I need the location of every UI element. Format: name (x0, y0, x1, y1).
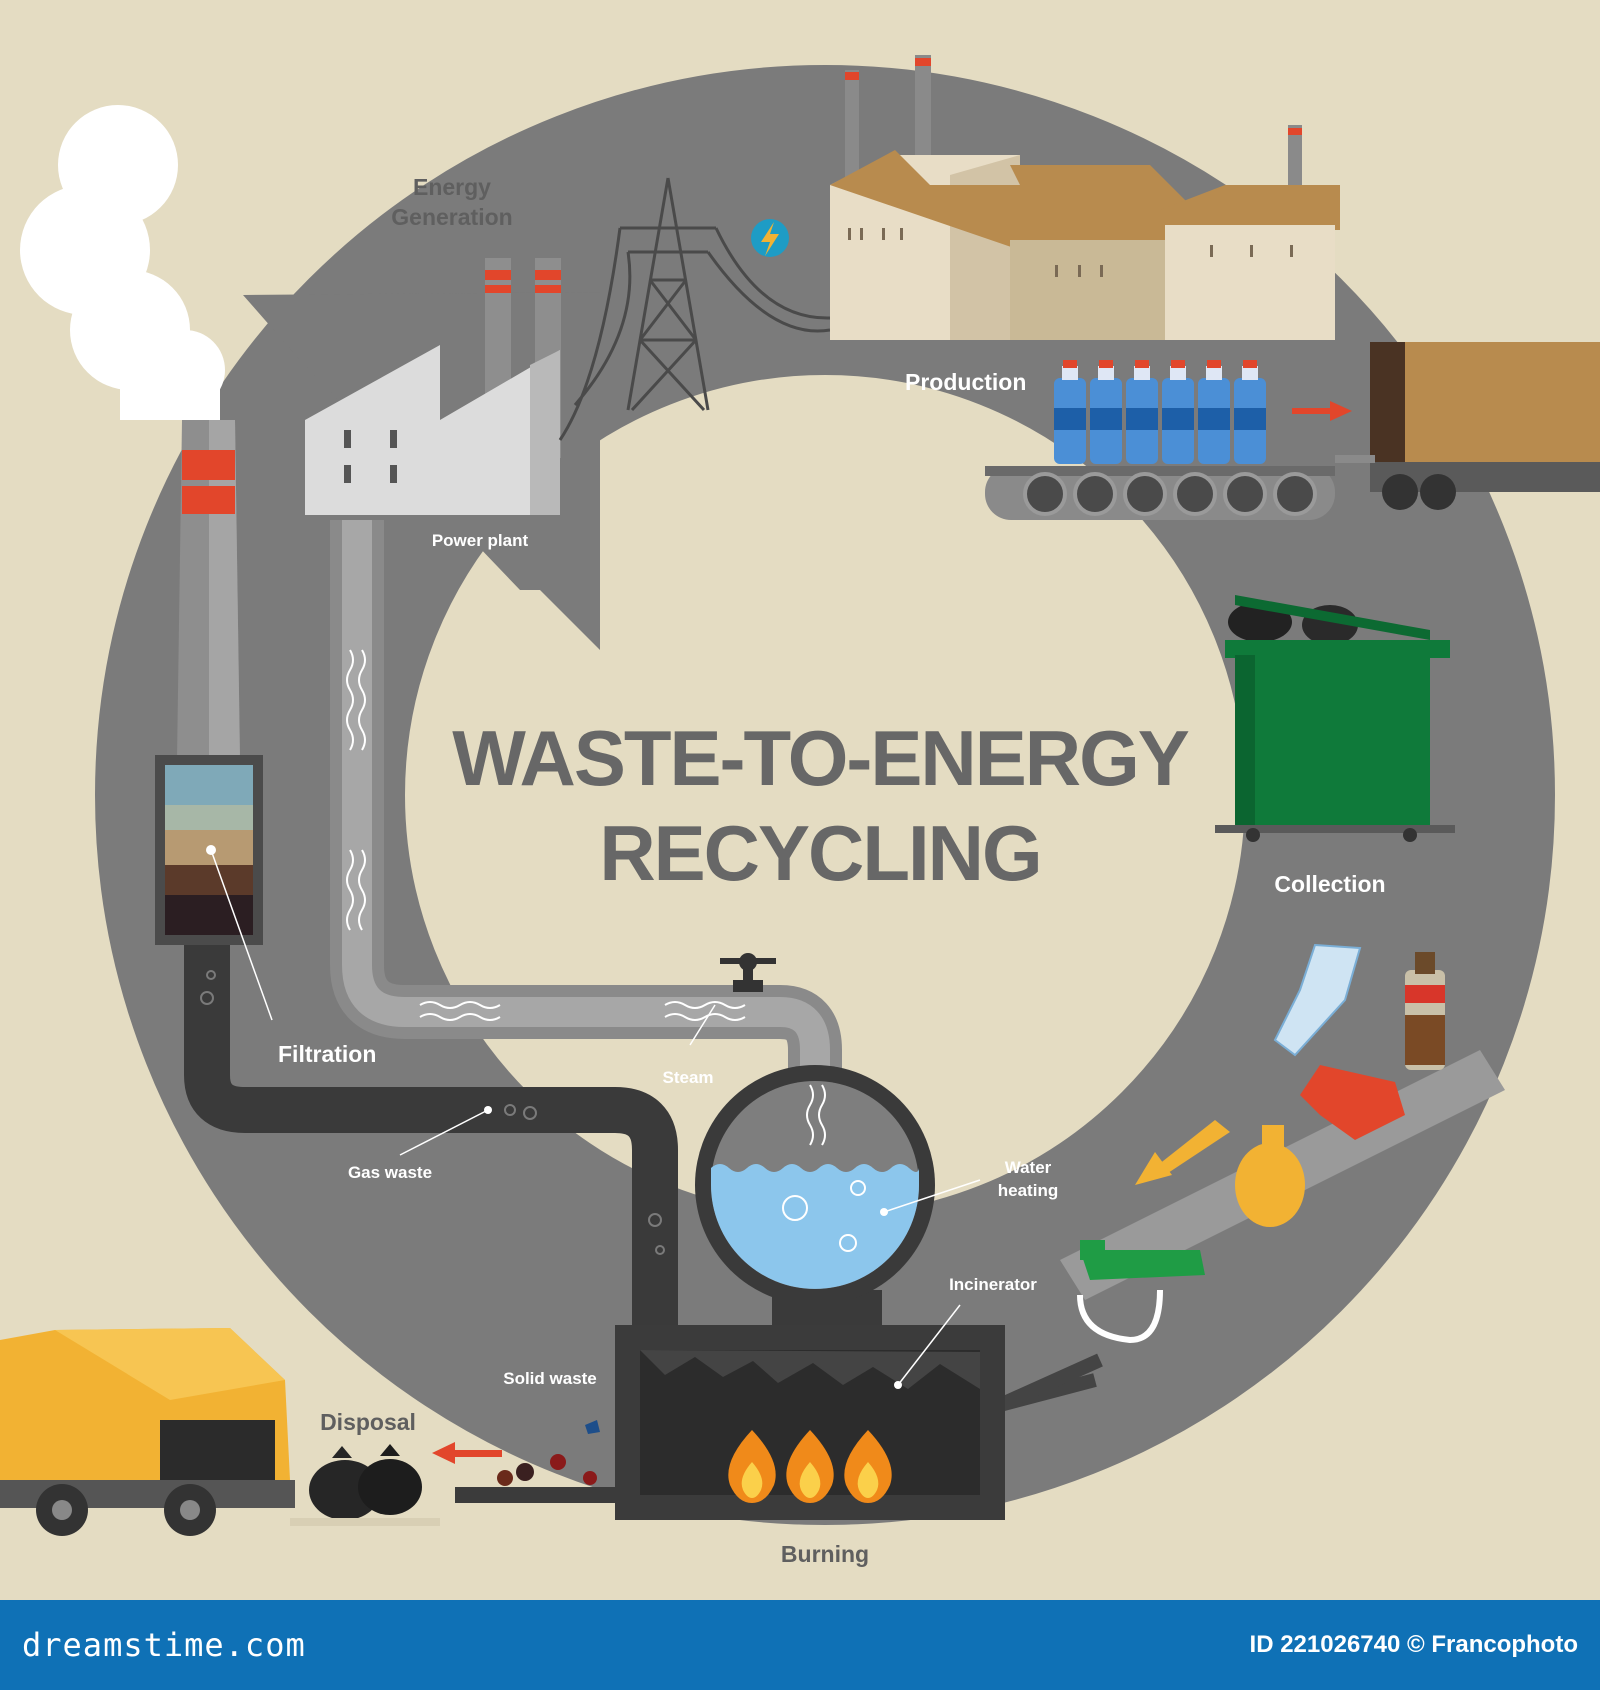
footer-bar: dreamstime.com ID 221026740 © Francophot… (0, 1600, 1600, 1690)
arrow-diagonal-icon (1135, 1120, 1230, 1185)
label-disposal: Disposal (320, 1409, 416, 1435)
lightning-icon (751, 219, 789, 257)
arrow-left-icon (432, 1442, 502, 1464)
label-water-heating-line1: Water (1005, 1158, 1052, 1177)
plastic-waste-icon (1080, 1240, 1205, 1280)
label-gas-waste: Gas waste (348, 1163, 432, 1182)
water-bottle-icon (1234, 360, 1266, 464)
flame-icon (786, 1430, 834, 1503)
label-solid-waste: Solid waste (503, 1369, 597, 1388)
flame-icon (728, 1430, 776, 1503)
plastic-waste-icon (1235, 1125, 1305, 1227)
plastic-waste (1077, 943, 1445, 1344)
label-collection: Collection (1274, 871, 1385, 897)
solid-waste-tray (455, 1420, 615, 1503)
flame-icon (844, 1430, 892, 1503)
label-production: Production (905, 369, 1026, 395)
boiler-tank-icon (695, 1065, 935, 1330)
water-bottle-icon (1090, 360, 1122, 464)
title-line2: RECYCLING (599, 809, 1040, 897)
label-burning: Burning (781, 1541, 869, 1567)
water-bottles (1054, 360, 1266, 464)
water-bottle-icon (1162, 360, 1194, 464)
water-bottle-icon (1054, 360, 1086, 464)
label-energy-generation-line2: Generation (391, 204, 512, 230)
transmission-tower-icon (558, 177, 831, 441)
label-water-heating-line2: heating (998, 1181, 1058, 1200)
plastic-bag-icon (1077, 1289, 1163, 1344)
smoke-cloud-icon (20, 105, 225, 420)
label-incinerator: Incinerator (949, 1275, 1037, 1294)
garbage-truck-icon (0, 1328, 295, 1536)
footer-brand[interactable]: dreamstime.com (22, 1626, 306, 1664)
water-bottle-icon (1126, 360, 1158, 464)
leader-lines (210, 849, 981, 1386)
label-filtration: Filtration (278, 1041, 376, 1067)
plastic-waste-icon (1405, 952, 1445, 1070)
gas-waste-pipe (184, 945, 678, 1360)
waste-to-energy-diagram: Energy Generation Power plant Production… (0, 55, 1600, 1567)
valve-icon (720, 953, 776, 992)
power-plant-icon (305, 258, 561, 515)
label-steam: Steam (662, 1068, 713, 1087)
diagram-stage: Energy Generation Power plant Production… (0, 55, 1600, 1567)
plastic-waste-icon (1300, 1065, 1405, 1140)
factory-icon (830, 55, 1340, 340)
title-line1: WASTE-TO-ENERGY (452, 714, 1189, 802)
green-dumpster-icon (1215, 595, 1455, 842)
label-energy-generation-line1: Energy (413, 174, 491, 200)
trash-bag-icon (309, 1444, 422, 1520)
arrow-right-icon (1292, 401, 1352, 421)
delivery-truck-icon (1335, 342, 1600, 510)
chimney-icon (177, 420, 240, 760)
plastic-waste-icon (1273, 943, 1362, 1057)
flames (728, 1430, 892, 1503)
footer-credit: ID 221026740 © Francophoto (1249, 1631, 1578, 1658)
water-bottle-icon (1198, 360, 1230, 464)
label-power-plant: Power plant (432, 531, 529, 550)
filter-column-icon (155, 755, 263, 945)
conveyor-icon (985, 466, 1335, 520)
